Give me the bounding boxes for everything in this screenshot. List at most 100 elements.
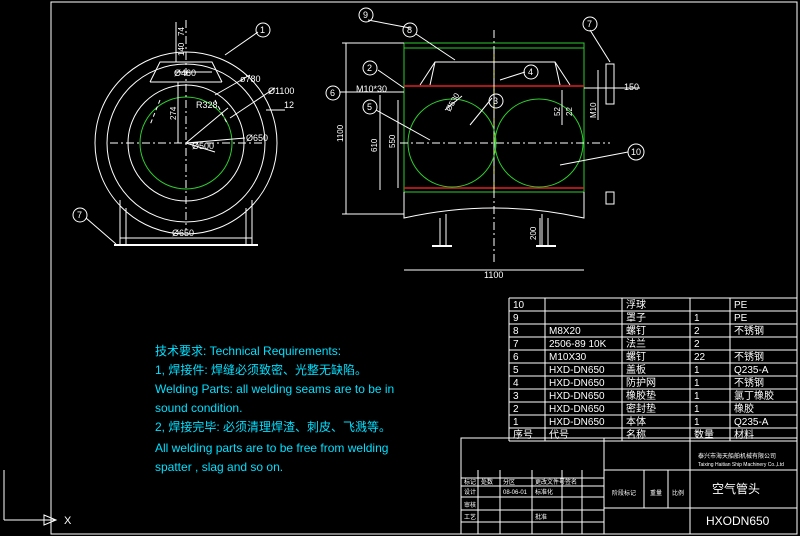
bom-cell: 9: [513, 313, 519, 324]
bom-header-cell: 数量: [694, 428, 714, 441]
dim-22: 22: [565, 107, 574, 116]
dim-d500: Ø500: [192, 141, 214, 151]
bom-cell: 本体: [626, 415, 646, 428]
req-line-0: 技术要求: Technical Requirements:: [155, 344, 341, 358]
balloon-10-text: 10: [631, 147, 641, 157]
leader-b3: [469, 97, 493, 126]
bom-cell: 1: [694, 417, 700, 428]
title-block-cell: 08-06-01: [503, 490, 528, 496]
bom-cell: 10: [513, 300, 525, 311]
bom-cell: 罩子: [626, 312, 646, 324]
balloon-7-right: 7: [582, 16, 598, 32]
bom-cell: 不锈钢: [734, 350, 764, 363]
hatch-2: [214, 99, 229, 126]
bom-cell: 2: [513, 404, 519, 415]
bom-cell: PE: [734, 300, 748, 311]
balloon-7-right-text: 7: [587, 19, 592, 29]
dim-12: 12: [284, 100, 294, 110]
leader-b7-right: [589, 29, 611, 63]
balloon-3-text: 3: [493, 96, 498, 106]
bom-cell: 1: [513, 417, 519, 428]
balloon-7-left-text: 7: [77, 210, 82, 220]
leader-b4: [499, 71, 526, 81]
leader-d1100: [229, 87, 276, 119]
leader-b5: [375, 109, 431, 141]
balloon-3: 3: [488, 93, 504, 109]
dim-d650-base: Ø650: [172, 228, 194, 238]
bom-cell: HXD-DN650: [549, 378, 605, 389]
bom-cell: 密封垫: [626, 402, 656, 415]
drawing-border: [50, 1, 798, 535]
bom-cell: 1: [694, 313, 700, 324]
bom-cell: 3: [513, 391, 519, 402]
leader-b9: [367, 19, 411, 29]
title-block-cell: 批准: [535, 513, 547, 521]
vent-pipe: [605, 63, 615, 105]
bom-cell: 盖板: [626, 363, 646, 376]
bom-cell: M10X30: [549, 352, 587, 363]
bom-cell: Q235-A: [734, 365, 769, 376]
leader-d650: [185, 137, 246, 144]
bom-cell: 防护网: [626, 376, 656, 389]
balloon-5: 5: [362, 99, 378, 115]
cap-line-2: [554, 61, 561, 86]
req-line-4: 2, 焊接完毕: 必须清理焊渣、刺皮、飞溅等。: [155, 419, 391, 434]
bom-cell: 1: [694, 365, 700, 376]
bom-cell: 浮球: [626, 298, 646, 311]
title-block-cell: 处数: [481, 478, 493, 486]
bom-cell: 1: [694, 404, 700, 415]
bom-header-cell: 代号: [549, 429, 569, 441]
dim-610: 610: [370, 138, 379, 152]
leader-b1: [224, 31, 259, 56]
title-block-cell: 签名: [565, 478, 577, 486]
req-line-2: Welding Parts: all welding seams are to …: [155, 382, 394, 396]
dim-r328: R328: [196, 100, 218, 110]
bom-cell: 6: [513, 352, 519, 363]
bom-cell: 橡胶: [734, 402, 754, 415]
bottom-body: [403, 192, 585, 219]
bom-cell: Q235-A: [734, 417, 769, 428]
balloon-7-left: 7: [72, 207, 88, 223]
title-block-cell: 工艺: [464, 513, 476, 521]
balloon-2: 2: [362, 60, 378, 76]
tb-weight-label: 重量: [650, 489, 662, 497]
balloon-4-text: 4: [528, 67, 533, 77]
balloon-1-left: 1: [255, 22, 271, 38]
req-line-3: sound condition.: [155, 401, 242, 415]
bom-cell: M8X20: [549, 326, 581, 337]
title-block-cell: 审核: [464, 501, 476, 509]
dim-d460: Ø460: [174, 68, 196, 78]
bom-header-cell: 材料: [734, 428, 754, 441]
title-block: [460, 437, 798, 535]
vent-pipe-lower: [605, 191, 615, 205]
dim-1100-vertical: 1100: [336, 124, 345, 142]
bom-cell: HXD-DN650: [549, 391, 605, 402]
dim-d530: Ø530: [444, 91, 462, 113]
balloon-6-text: 6: [330, 88, 335, 98]
balloon-6: 6: [325, 85, 341, 101]
ucs-icon: [3, 470, 58, 526]
balloon-9: 9: [358, 7, 374, 23]
dim-r780: ø780: [240, 74, 261, 84]
dim-1100-horizontal: 1100: [484, 270, 503, 280]
leader-b10: [559, 151, 629, 166]
req-line-1: 1, 焊接件: 焊缝必须致密、光整无缺陷。: [155, 362, 367, 377]
title-block-cell: 分区: [503, 478, 515, 486]
dim-m10x30: M10*30: [356, 84, 387, 94]
bom-cell: 螺钉: [626, 351, 646, 363]
leader-r328: [185, 107, 229, 144]
title-block-cell: 设计: [464, 488, 476, 496]
bom-cell: 不锈钢: [734, 376, 764, 389]
bom-cell: 8: [513, 326, 519, 337]
dim-m10: M10: [589, 102, 598, 118]
bom-cell: 2: [694, 326, 700, 337]
balloon-8: 8: [402, 22, 418, 38]
tb-drawing-number: HXODN650: [706, 514, 770, 528]
bom-header-cell: 名称: [626, 428, 646, 441]
bom-cell: PE: [734, 313, 748, 324]
bom-cell: 法兰: [626, 337, 646, 350]
bom-cell: HXD-DN650: [549, 417, 605, 428]
bom-cell: 22: [694, 352, 706, 363]
